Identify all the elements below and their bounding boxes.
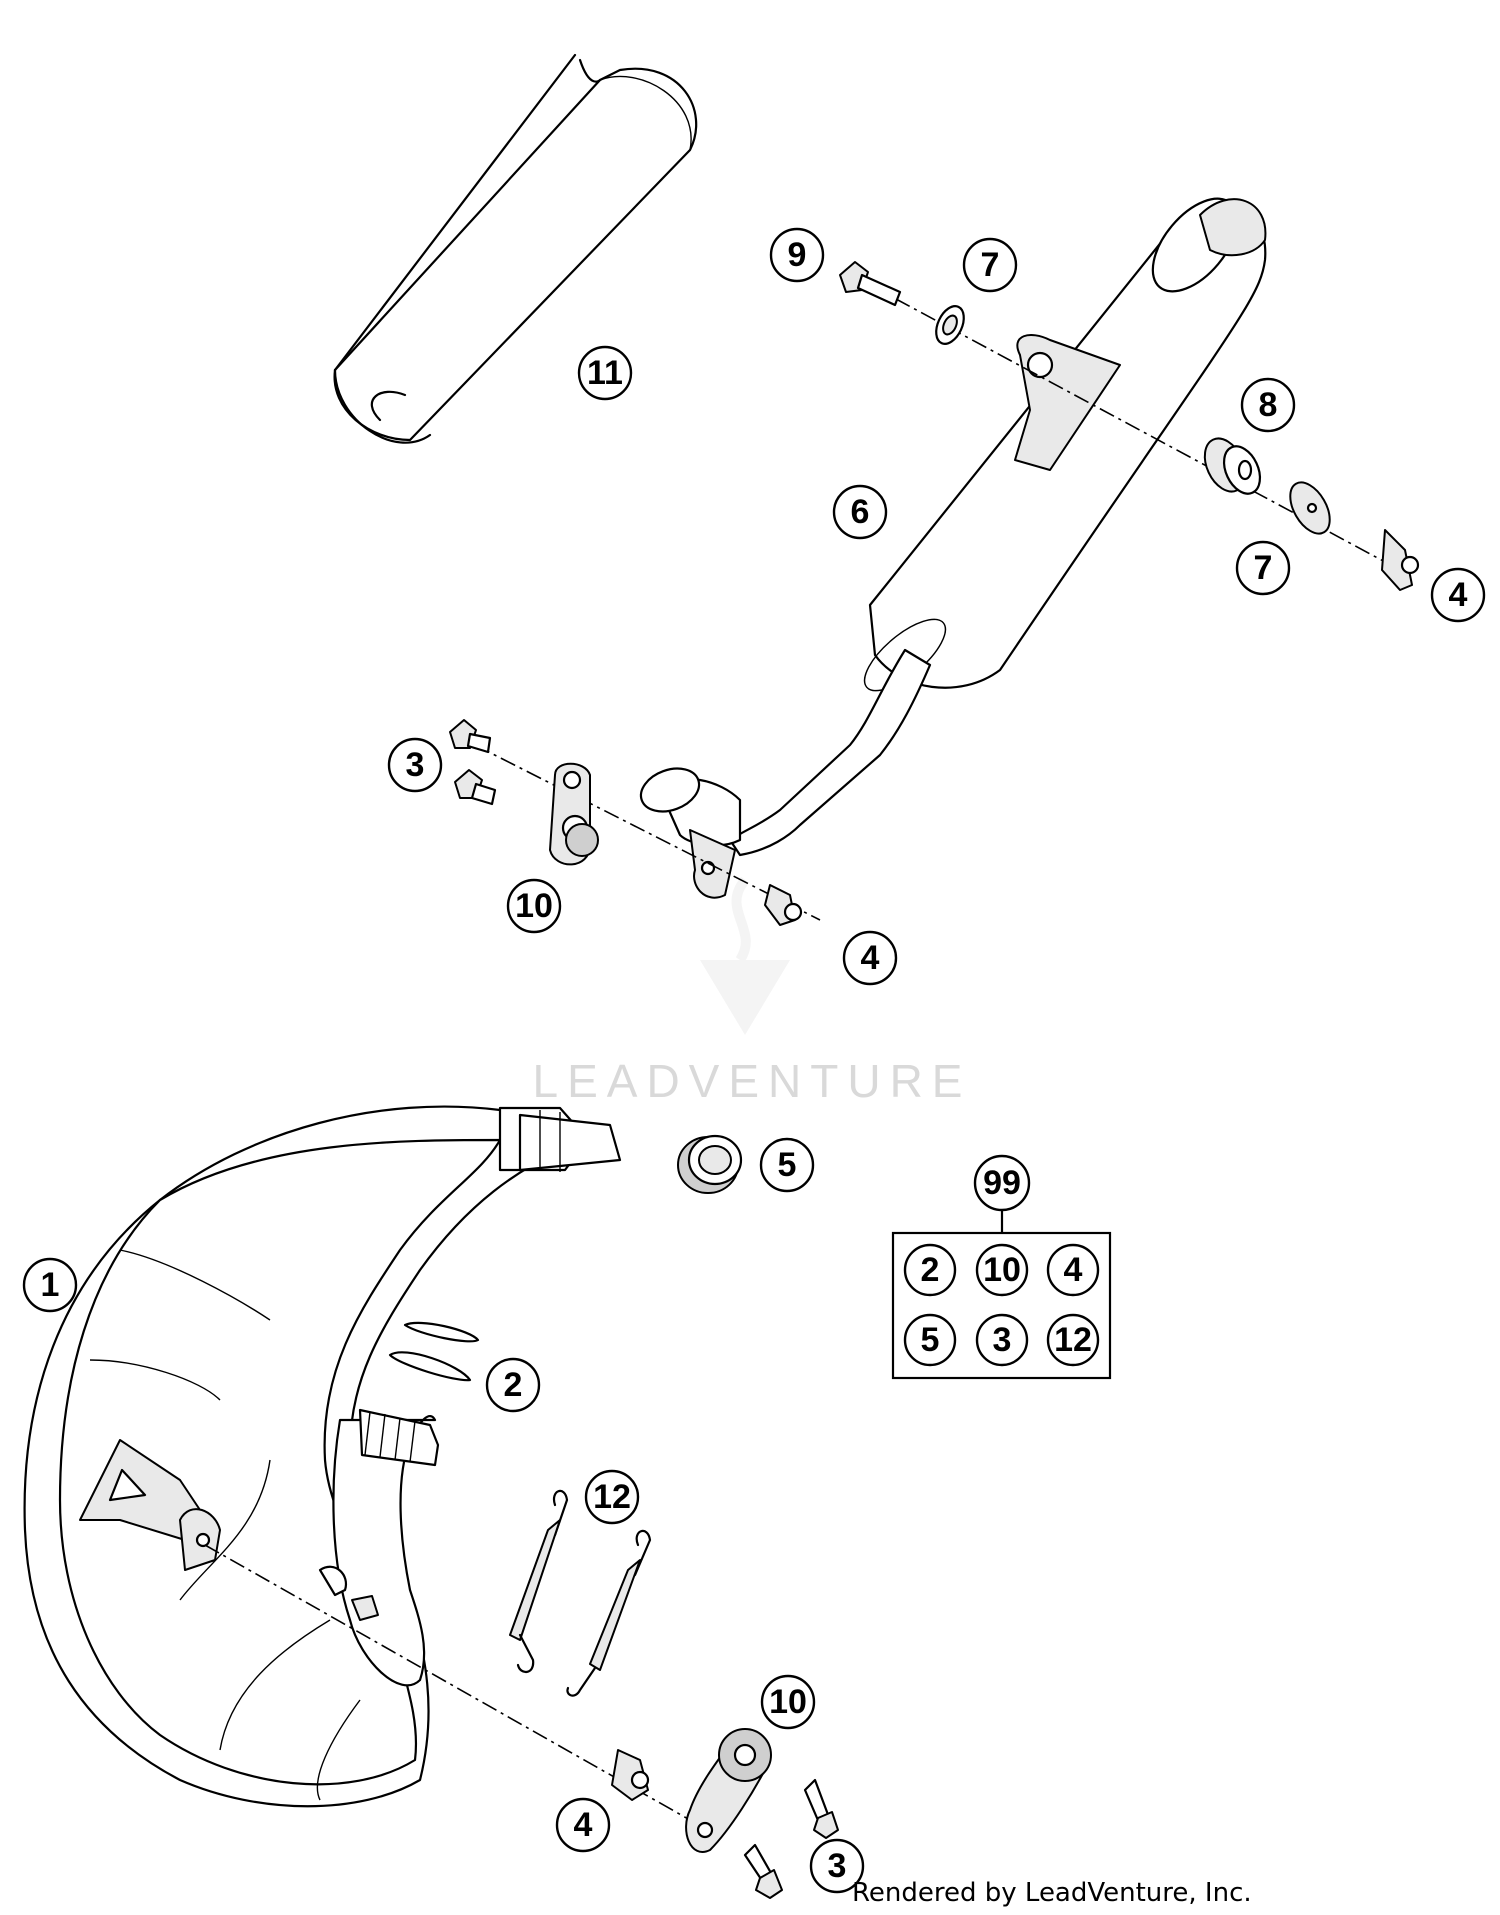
callout-2: 2 <box>485 1357 541 1413</box>
svg-text:7: 7 <box>1254 549 1273 587</box>
svg-text:9: 9 <box>788 236 807 274</box>
expansion-chamber-header <box>23 1105 622 1808</box>
clip-nut-4-upper <box>1381 529 1420 591</box>
springs-12 <box>509 1489 652 1697</box>
svg-text:10: 10 <box>769 1683 807 1721</box>
callout-1: 1 <box>22 1257 78 1313</box>
svg-text:12: 12 <box>593 1478 631 1516</box>
callout-7-lower: 7 <box>1235 540 1291 596</box>
svg-text:5: 5 <box>921 1321 940 1359</box>
svg-text:1: 1 <box>41 1266 60 1304</box>
kit-item: 5 <box>903 1313 957 1367</box>
svg-text:7: 7 <box>981 246 1000 284</box>
callout-10-lower: 10 <box>760 1674 816 1730</box>
svg-text:4: 4 <box>1064 1251 1083 1289</box>
kit-item: 12 <box>1046 1313 1100 1367</box>
svg-text:4: 4 <box>861 939 880 977</box>
callout-4-lower: 4 <box>555 1797 611 1853</box>
kit-item: 2 <box>903 1243 957 1297</box>
bolts-3-lower <box>743 1778 839 1899</box>
svg-text:6: 6 <box>851 493 870 531</box>
svg-text:4: 4 <box>574 1806 593 1844</box>
clip-nut-4-middle <box>764 884 803 926</box>
callout-5: 5 <box>759 1137 815 1193</box>
kit-99-group: 99 2 10 4 5 3 12 <box>891 1154 1112 1380</box>
svg-text:12: 12 <box>1054 1321 1092 1359</box>
rubber-sleeve-5 <box>677 1134 743 1194</box>
svg-text:99: 99 <box>983 1164 1021 1202</box>
rubber-grommet-8 <box>1203 437 1262 495</box>
svg-text:8: 8 <box>1259 386 1278 424</box>
callout-4-middle: 4 <box>842 930 898 986</box>
svg-text:2: 2 <box>921 1251 940 1289</box>
callout-3-lower: 3 <box>809 1838 865 1894</box>
svg-text:2: 2 <box>504 1366 523 1404</box>
lower-mount-axis <box>474 744 821 921</box>
callout-3-upper: 3 <box>387 737 443 793</box>
bolts-3-pair <box>449 719 497 806</box>
watermark-text: LEADVENTURE <box>533 1055 972 1107</box>
callout-99: 99 <box>973 1154 1031 1212</box>
render-credit: Rendered by LeadVenture, Inc. <box>852 1878 1252 1908</box>
bolt-9 <box>839 261 902 307</box>
callout-6: 6 <box>832 484 888 540</box>
callout-11: 11 <box>577 345 633 401</box>
svg-text:3: 3 <box>828 1847 847 1885</box>
kit-item: 10 <box>975 1243 1029 1297</box>
callout-12: 12 <box>584 1469 640 1525</box>
silencer-muffler <box>639 197 1267 899</box>
clip-nut-4-lower <box>611 1749 650 1801</box>
svg-text:3: 3 <box>406 746 425 784</box>
svg-text:3: 3 <box>993 1321 1012 1359</box>
heat-shield-sleeve <box>333 53 698 444</box>
kit-item: 3 <box>975 1313 1029 1367</box>
kit-item: 4 <box>1046 1243 1100 1297</box>
callout-8: 8 <box>1240 377 1296 433</box>
leadventure-watermark-logo <box>700 876 790 1035</box>
svg-text:10: 10 <box>983 1251 1021 1289</box>
bracket-10-lower <box>685 1728 772 1853</box>
washer-7-upper <box>935 305 965 345</box>
lower-header-mount-axis <box>204 1544 691 1821</box>
washer-7-lower <box>1289 481 1331 535</box>
bracket-10-upper <box>549 762 599 866</box>
svg-text:10: 10 <box>515 887 553 925</box>
svg-text:4: 4 <box>1449 576 1468 614</box>
svg-text:11: 11 <box>587 354 623 392</box>
callout-10-upper: 10 <box>506 878 562 934</box>
svg-text:5: 5 <box>778 1146 797 1184</box>
o-rings-2 <box>388 1321 480 1382</box>
callout-9: 9 <box>769 227 825 283</box>
callout-7-upper: 7 <box>962 237 1018 293</box>
callout-4-upper: 4 <box>1430 567 1486 623</box>
